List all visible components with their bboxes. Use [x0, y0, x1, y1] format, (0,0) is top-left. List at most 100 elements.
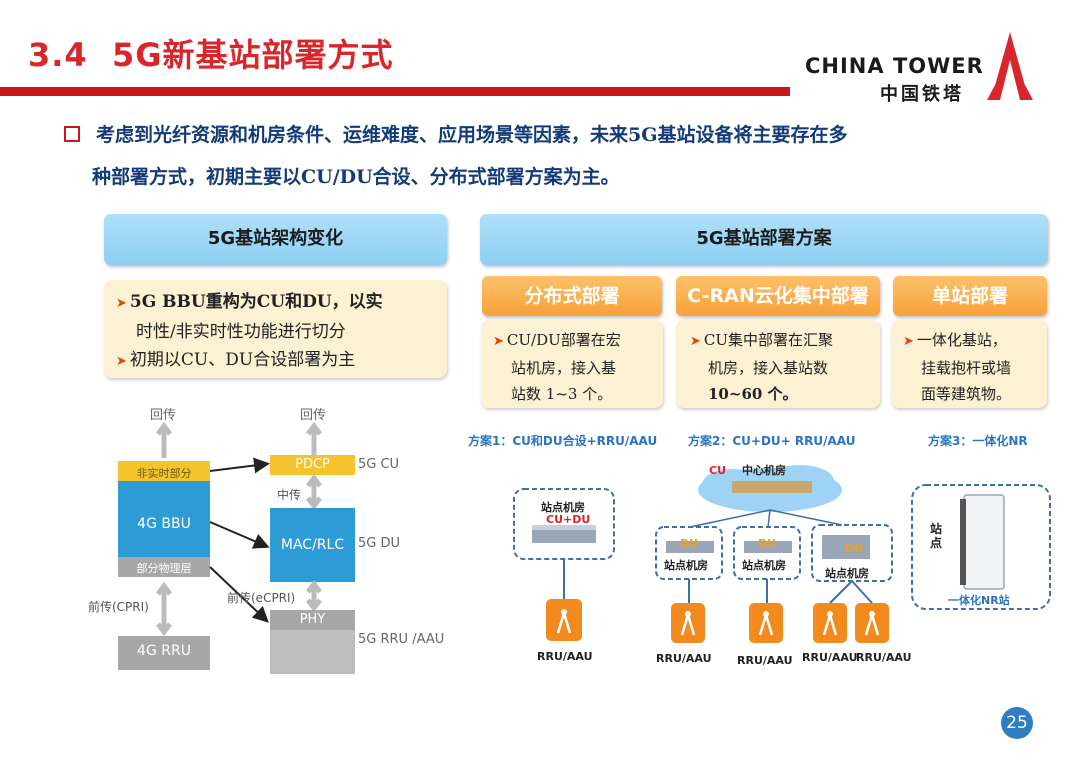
phy-block — [270, 610, 355, 630]
col2-line3: 10~60 个。 — [708, 385, 798, 403]
antenna-icon — [749, 603, 783, 643]
non-realtime-label: 非实时部分 — [136, 467, 192, 480]
fronthaul-ecpri-label: 前传(eCPRI) — [227, 591, 296, 605]
bullet-arrow-icon: ➤ — [116, 354, 127, 369]
midhaul-label: 中传 — [277, 488, 302, 502]
bullet-arrow-icon: ➤ — [690, 334, 701, 349]
scheme2-room2-label: 站点机房 — [742, 559, 786, 572]
china-tower-logo-icon — [987, 32, 1033, 100]
scheme2-du3-label: DU — [845, 542, 864, 555]
col3-box: ➤一体化基站， 挂载抱杆或墙 面等建筑物。 — [891, 320, 1047, 408]
fronthaul-ecpri-arrow-icon — [306, 579, 322, 613]
col2-line1: CU集中部署在汇聚 — [703, 331, 834, 349]
mac-rlc-label: MAC/RLC — [280, 537, 345, 553]
antenna-icon — [813, 603, 847, 643]
midhaul-arrow-icon — [306, 473, 322, 511]
bullet-arrow-icon: ➤ — [116, 296, 127, 311]
col3-line2: 挂载抱杆或墙 — [921, 359, 1012, 377]
intro-line-2: 种部署方式，初期主要以CU/DU合设、分布式部署方案为主。 — [92, 166, 620, 188]
left-bullet-2: 初期以CU、DU合设部署为主 — [129, 350, 356, 370]
section-number: 3.4 — [28, 36, 88, 74]
rru-5g-block — [270, 630, 355, 674]
col3-line3: 面等建筑物。 — [921, 385, 1012, 403]
bbu-4g-label: 4G BBU — [137, 516, 191, 532]
rru-4g-block — [118, 636, 210, 670]
architecture-diagram — [118, 421, 355, 674]
left-panel-box: ➤5G BBU重构为CU和DU，以实 时性/非实时性功能进行切分 ➤初期以CU、… — [104, 280, 447, 378]
scheme3-label: 方案3：一体化NR — [928, 434, 1028, 448]
bbu-4g-block — [118, 481, 210, 557]
backhaul-left-label: 回传 — [150, 408, 177, 423]
scheme2-room2-frame — [733, 526, 801, 580]
backhaul-right-label: 回传 — [300, 408, 327, 423]
server-icon — [732, 481, 812, 493]
col1-line2: 站机房，接入基 — [511, 359, 617, 377]
integrated-nr-icon — [963, 494, 1005, 590]
scheme3-nr-label: 一体化NR站 — [948, 594, 1010, 607]
scheme3-site-label: 站点 — [930, 522, 943, 550]
logo-english: CHINA TOWER — [805, 54, 984, 78]
page-title: 3.4 5G新基站部署方式 — [28, 30, 394, 76]
left-panel-header: 5G基站架构变化 — [104, 214, 447, 265]
col2-box: ➤CU集中部署在汇聚 机房，接入基站数 10~60 个。 — [676, 320, 880, 408]
scheme2-label: 方案2：CU+DU+ RRU/AAU — [688, 434, 856, 448]
antenna-icon — [546, 599, 582, 641]
scheme1-room-label: 站点机房 — [541, 501, 585, 514]
antenna-icon — [671, 603, 705, 643]
pdcp-label: PDCP — [295, 457, 330, 472]
right-panel-header: 5G基站部署方案 — [480, 214, 1048, 265]
left-bullet-1b: 时性/非实时性功能进行切分 — [136, 322, 346, 342]
intro-bullet-icon — [64, 126, 80, 142]
scheme1-rru-label: RRU/AAU — [537, 650, 593, 663]
server-icon — [744, 541, 792, 553]
scheme2-cu-label: CU — [709, 464, 727, 477]
mac-rlc-block — [270, 508, 355, 582]
col2-line2: 机房，接入基站数 — [708, 359, 829, 377]
col1-box: ➤CU/DU部署在宏 站机房，接入基 站数 1~3 个。 — [481, 320, 663, 408]
antenna-icon — [855, 603, 889, 643]
non-realtime-block — [118, 461, 210, 481]
col2-title: C-RAN云化集中部署 — [676, 276, 880, 316]
scheme-diagrams — [513, 465, 1051, 643]
backhaul-arrow-left-icon — [156, 421, 172, 458]
title-text: 5G新基站部署方式 — [111, 36, 394, 74]
cu-5g-label: 5G CU — [358, 457, 400, 472]
pdcp-block — [270, 455, 355, 475]
phy-label: PHY — [299, 612, 326, 627]
scheme2-rru2-label: RRU/AAU — [737, 654, 793, 667]
scheme2-center-label: 中心机房 — [742, 464, 786, 477]
partial-phy-label: 部分物理层 — [136, 562, 192, 575]
logo-chinese: 中国铁塔 — [880, 84, 964, 105]
title-underline — [0, 87, 790, 96]
partial-phy-block — [118, 557, 210, 577]
fronthaul-cpri-label: 前传(CPRI) — [88, 600, 149, 614]
scheme2-room1-frame — [655, 526, 723, 580]
col1-title: 分布式部署 — [482, 276, 662, 316]
page-number-badge: 25 — [1001, 707, 1033, 739]
backhaul-arrow-right-icon — [306, 421, 322, 458]
intro-line-1: 考虑到光纤资源和机房条件、运维难度、应用场景等因素，未来5G基站设备将主要存在多 — [96, 124, 848, 146]
scheme2-du1-label: DU — [680, 537, 699, 550]
fronthaul-cpri-arrow-icon — [156, 581, 172, 637]
server-icon — [532, 529, 596, 543]
col3-title: 单站部署 — [893, 276, 1047, 316]
rru-4g-label: 4G RRU — [137, 643, 191, 659]
bullet-arrow-icon: ➤ — [903, 334, 914, 349]
scheme1-label: 方案1：CU和DU合设+RRU/AAU — [468, 434, 658, 448]
col3-line1: 一体化基站， — [916, 331, 1007, 349]
col1-line1: CU/DU部署在宏 — [506, 331, 621, 349]
du-5g-label: 5G DU — [358, 536, 401, 551]
rru-5g-label: 5G RRU /AAU — [358, 632, 445, 647]
scheme2-du2-label: DU — [758, 537, 777, 550]
scheme3-frame — [911, 484, 1051, 610]
col1-line3: 站数 1~3 个。 — [511, 385, 613, 403]
scheme2-room3-label: 站点机房 — [825, 567, 869, 580]
scheme2-rru1-label: RRU/AAU — [656, 652, 712, 665]
scheme2-room1-label: 站点机房 — [664, 559, 708, 572]
left-bullet-1a: 5G BBU重构为CU和DU，以实 — [129, 292, 383, 312]
scheme2-rru3-label: RRU/AAU — [802, 651, 858, 664]
scheme2-rru4-label: RRU/AAU — [856, 651, 912, 664]
server-icon — [666, 541, 714, 553]
bullet-arrow-icon: ➤ — [493, 334, 504, 349]
server-icon — [822, 535, 870, 559]
